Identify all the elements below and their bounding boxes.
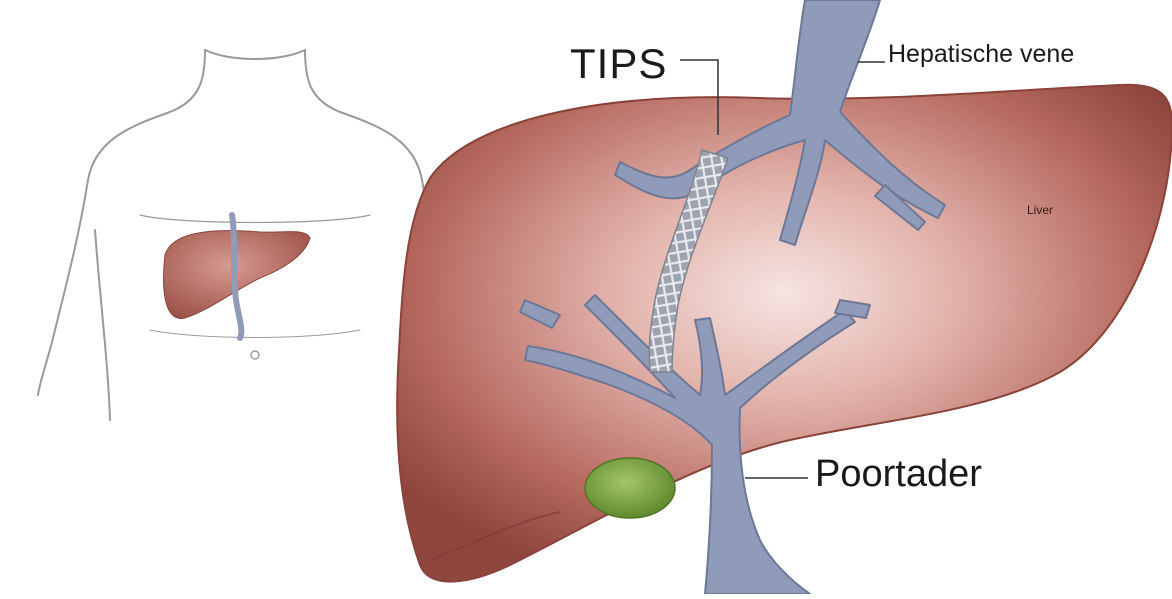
small-liver <box>164 215 310 338</box>
gallbladder <box>585 458 675 518</box>
main-liver <box>397 85 1172 582</box>
portal-vein-label: Poortader <box>815 453 982 496</box>
liver-label: Liver <box>1027 203 1053 217</box>
tips-label: TIPS <box>570 40 667 88</box>
hepatic-vein-label: Hepatische vene <box>888 40 1074 69</box>
